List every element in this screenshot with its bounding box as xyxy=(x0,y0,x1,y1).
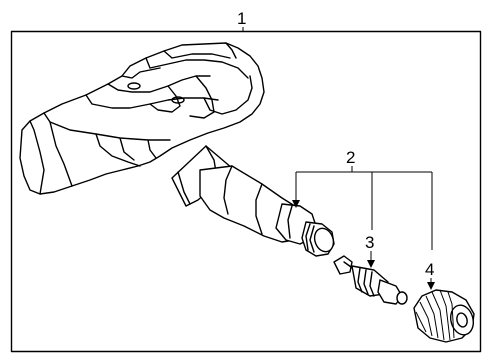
leader-2 xyxy=(292,166,433,250)
callout-3: 3 xyxy=(365,233,374,252)
leader-4 xyxy=(427,278,435,290)
valve-cap xyxy=(413,289,475,343)
valve-core xyxy=(333,255,408,305)
leader-3 xyxy=(367,251,375,268)
callout-1: 1 xyxy=(237,9,246,28)
diagram-frame xyxy=(10,30,482,353)
sensor-housing xyxy=(19,42,265,195)
valve-stem-assembly xyxy=(171,145,335,257)
callout-4: 4 xyxy=(425,260,434,279)
callout-2: 2 xyxy=(346,148,355,167)
